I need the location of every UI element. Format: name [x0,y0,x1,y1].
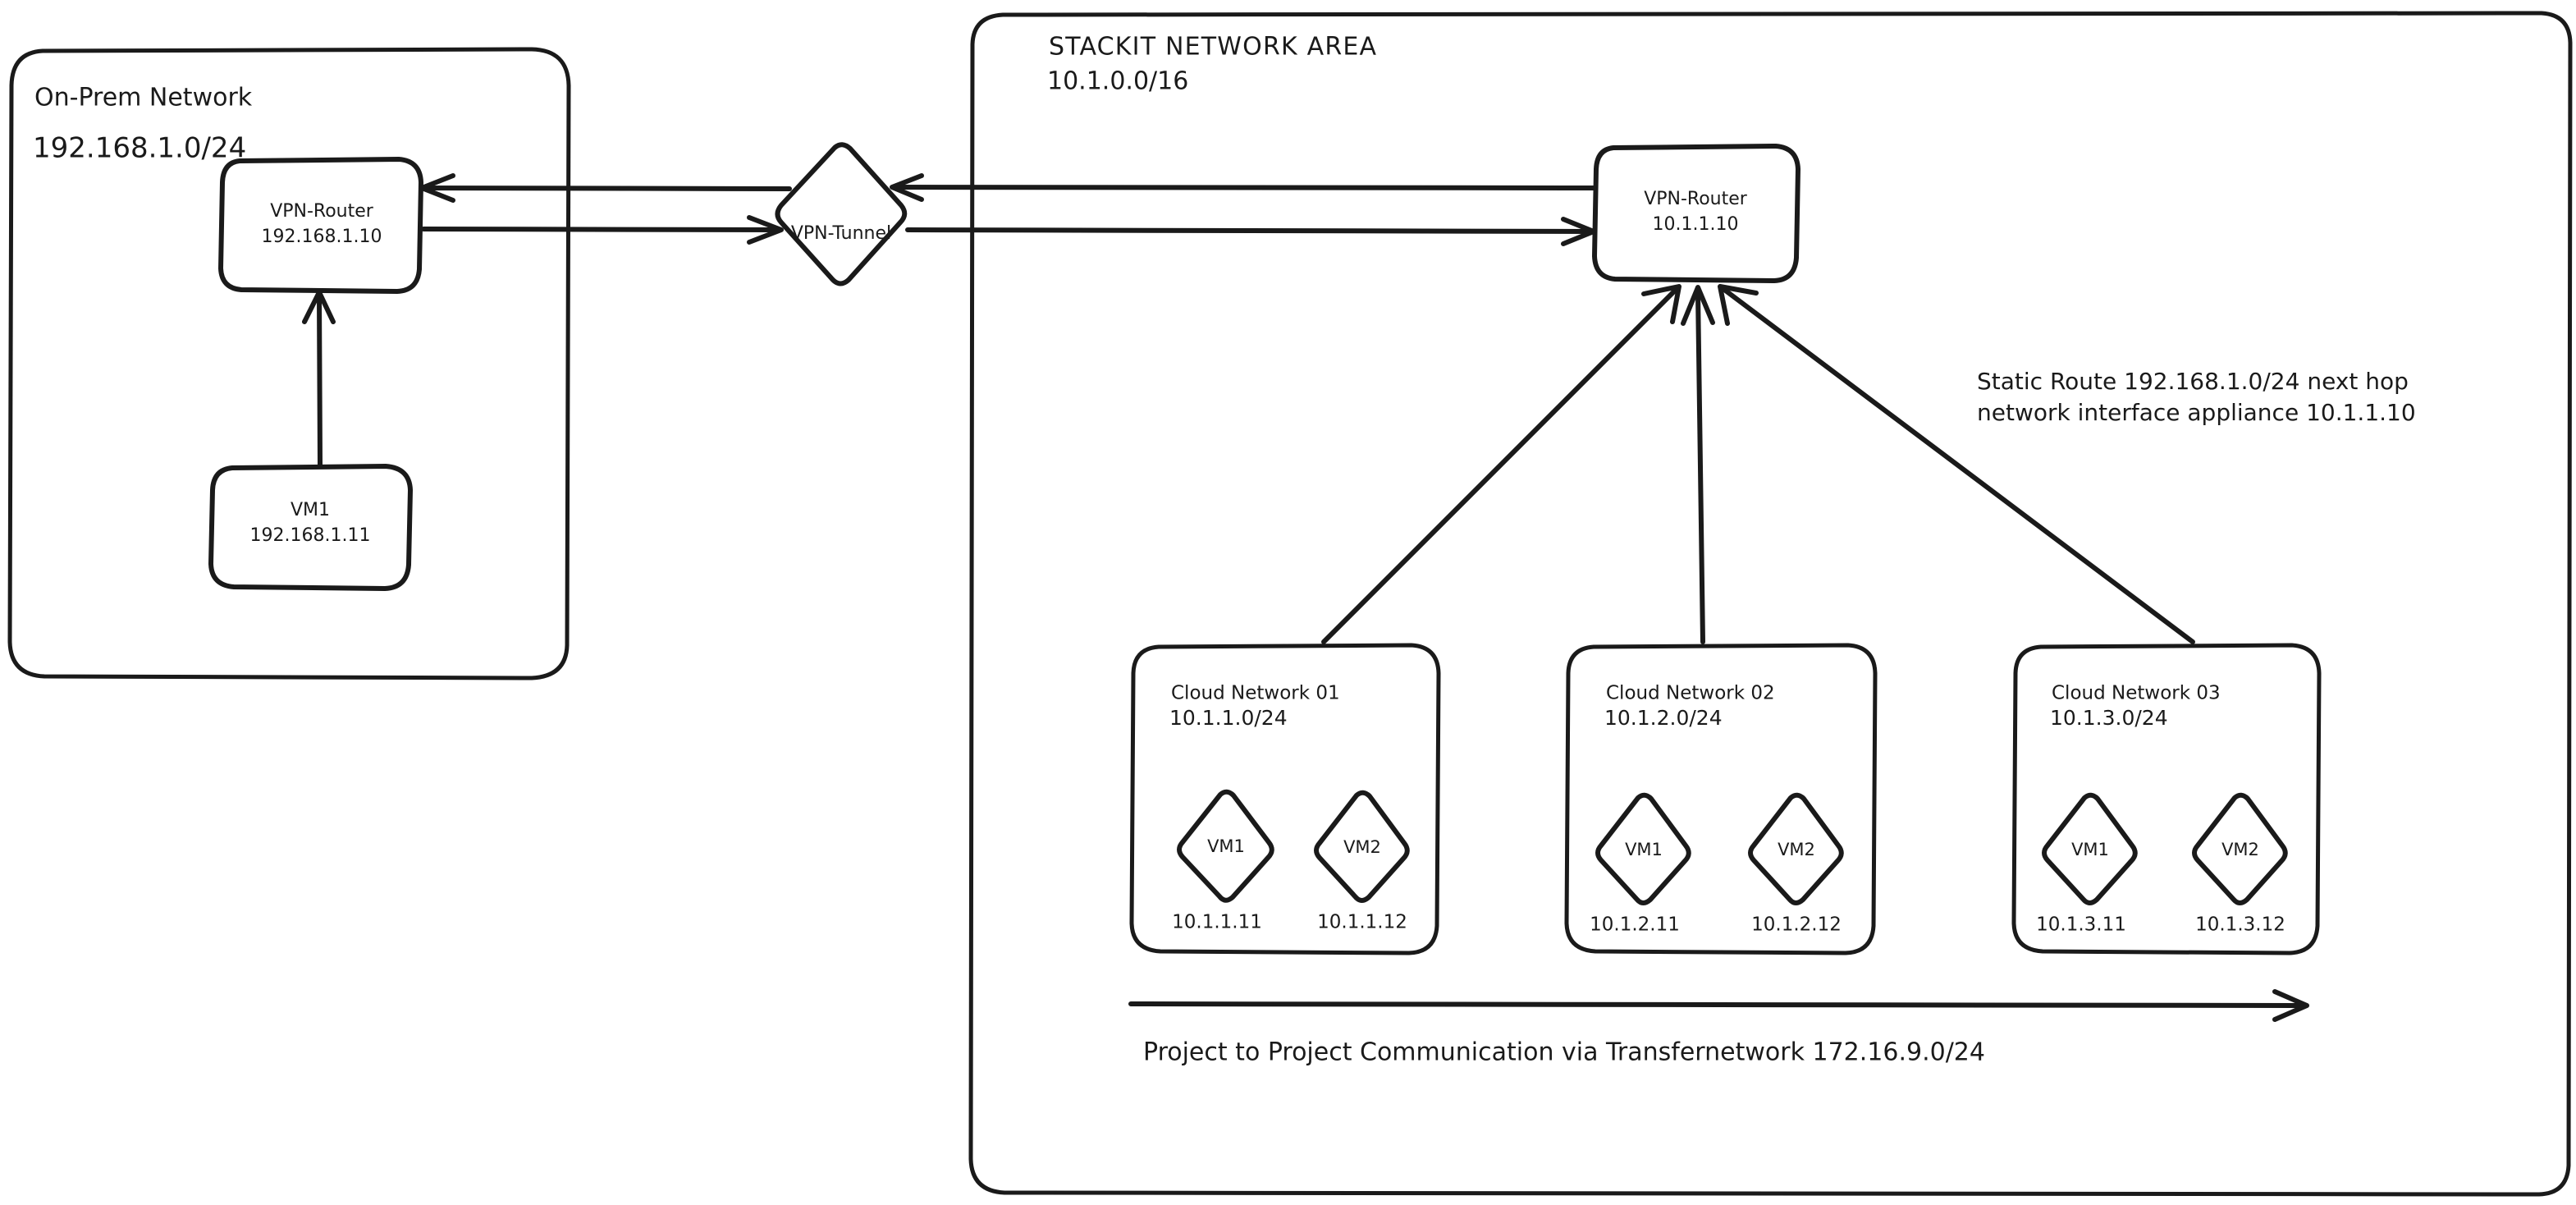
cloud-network-02-vm2-ip: 10.1.2.12 [1751,914,1842,936]
cloud-network-03-vm2-diamond [2192,792,2288,905]
onprem-vpn-router-ip: 192.168.1.10 [262,227,382,247]
cloud-network-01-vm1-name: VM1 [1207,836,1245,856]
cloud-network-02-cidr: 10.1.2.0/24 [1604,706,1723,730]
cloud-network-02-vm2-diamond [1748,792,1844,905]
static-route-note: Static Route 192.168.1.0/24 next hop net… [1977,368,2416,426]
cloud-network-02-vm1-node[interactable]: VM1 10.1.2.11 [1590,792,1691,936]
cloud-network-01-vm2-name: VM2 [1343,837,1381,857]
stackit-vpn-router-ip: 10.1.1.10 [1653,214,1739,235]
stackit-area-title: STACKIT NETWORK AREA [1049,33,1377,62]
onprem-vm1-name: VM1 [291,500,330,520]
static-route-note-line-2: network interface appliance 10.1.1.10 [1977,399,2416,426]
onprem-vpn-router-node[interactable]: VPN-Router 192.168.1.10 [218,157,423,294]
connector-stackit-to-onprem-top [419,173,1597,203]
onprem-vpn-router-name: VPN-Router [270,201,374,222]
connector-line-left-segment-2 [421,227,782,232]
arrowhead-up [302,290,336,324]
cloud-network-01-vm2-diamond [1314,790,1410,903]
vpn-tunnel-node[interactable]: VPN-Tunnel [775,142,908,286]
transfer-network-arrow [1128,989,2309,1022]
arrowhead-left-tunnel [890,173,924,202]
stackit-vpn-router-node[interactable]: VPN-Router 10.1.1.10 [1592,144,1800,283]
cloud-network-03-vm2-name: VM2 [2221,840,2259,859]
cloud-network-02-vm1-name: VM1 [1625,840,1663,859]
cloud-network-03-vm1-diamond [2042,792,2138,905]
cloud-network-02-vm1-diamond [1595,792,1691,905]
stackit-vpn-router-box [1592,144,1800,283]
cloud-network-03-vm1-name: VM1 [2071,840,2109,859]
cloud-network-03-title: Cloud Network 03 [2052,683,2221,704]
cloud-network-01-vm1-ip: 10.1.1.11 [1172,912,1262,933]
connector-onprem-to-stackit-bottom [421,215,1596,246]
cloud-network-01-vm1-diamond [1177,789,1274,903]
cloud-network-03-vm2-node[interactable]: VM2 10.1.3.12 [2192,792,2288,936]
onprem-network-cidr: 192.168.1.0/24 [33,132,246,165]
cloud-network-03-vm2-ip: 10.1.3.12 [2195,914,2285,936]
arrowhead-right-router [1561,217,1596,246]
onprem-network-title: On-Prem Network [34,84,253,112]
static-route-note-line-1: Static Route 192.168.1.0/24 next hop [1977,368,2409,395]
cloud-network-03-container[interactable]: Cloud Network 03 10.1.3.0/24 VM1 10.1.3.… [2011,643,2322,955]
cloud-network-03-vm1-ip: 10.1.3.11 [2036,914,2126,936]
vpn-tunnel-label: VPN-Tunnel [791,223,891,244]
arrowhead-right [2272,989,2309,1022]
arrowhead-upright [1641,284,1681,324]
connector-line [1721,286,2195,644]
cloud-network-02-container[interactable]: Cloud Network 02 10.1.2.0/24 VM1 10.1.2.… [1564,643,1878,955]
cloud-network-02-vm1-ip: 10.1.2.11 [1590,914,1680,936]
onprem-network-container[interactable]: On-Prem Network 192.168.1.0/24 [7,47,571,680]
connector-cloudnet03-to-router [1718,284,2195,644]
connector-cloudnet02-to-router [1681,285,1715,644]
transfer-network-note: Project to Project Communication via Tra… [1143,1038,1985,1067]
connector-onprem-vm1-to-router [302,290,336,467]
onprem-vpn-router-box [218,157,423,294]
cloud-network-03-vm1-node[interactable]: VM1 10.1.3.11 [2036,792,2138,936]
connector-line-left-segment [421,186,792,191]
connector-line-right-segment [891,185,1597,190]
onprem-vm1-box [208,464,413,591]
onprem-vm1-ip: 192.168.1.11 [250,525,371,546]
cloud-network-02-title: Cloud Network 02 [1606,683,1775,704]
cloud-network-01-vm2-ip: 10.1.1.12 [1317,912,1407,933]
connector-line-right-segment-2 [905,227,1595,234]
cloud-network-02-vm2-name: VM2 [1778,840,1815,859]
cloud-network-01-container[interactable]: Cloud Network 01 10.1.1.0/24 VM1 10.1.1.… [1129,643,1441,955]
arrowhead-right-tunnel [747,215,784,245]
cloud-network-01-title: Cloud Network 01 [1171,683,1340,704]
onprem-vm1-node[interactable]: VM1 192.168.1.11 [208,464,413,591]
transfer-network-line [1128,1001,2306,1008]
cloud-network-03-cidr: 10.1.3.0/24 [2050,706,2168,730]
cloud-network-01-vm2-node[interactable]: VM2 10.1.1.12 [1314,790,1410,933]
connector-line [1321,286,1679,644]
connector-line [317,293,323,467]
arrowhead-up [1681,285,1715,326]
connector-cloudnet01-to-router [1321,284,1681,644]
cloud-network-01-cidr: 10.1.1.0/24 [1169,706,1288,730]
arrowhead-upleft [1718,284,1759,326]
connector-line [1695,290,1705,644]
onprem-network-border [7,47,571,680]
stackit-area-cidr: 10.1.0.0/16 [1047,67,1188,96]
stackit-vpn-router-name: VPN-Router [1644,189,1748,209]
cloud-network-02-vm2-node[interactable]: VM2 10.1.2.12 [1748,792,1844,936]
cloud-network-01-vm1-node[interactable]: VM1 10.1.1.11 [1172,789,1274,933]
arrowhead-left-router [419,173,455,203]
vpn-tunnel-diamond [775,142,908,286]
